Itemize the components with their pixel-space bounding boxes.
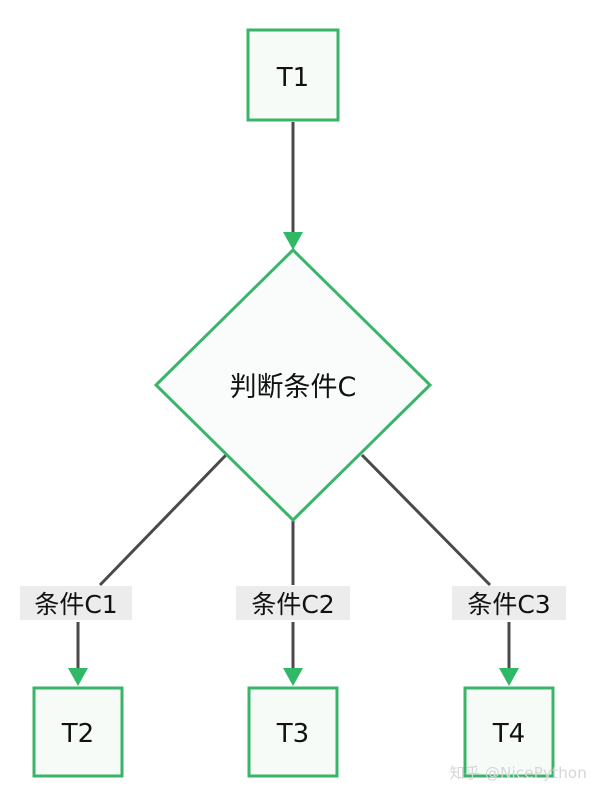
node-t3: T3 (247, 686, 339, 778)
node-t2: T2 (32, 686, 124, 778)
edge-label-c3-text: 条件C3 (467, 590, 550, 619)
node-t4: T4 (463, 686, 555, 778)
node-t2-label: T2 (61, 719, 94, 749)
edge-label-c2: 条件C2 (236, 586, 350, 620)
edge-decision-to-c1-label (98, 453, 228, 587)
watermark: 知乎 @NicePython (449, 764, 587, 782)
node-t4-label: T4 (492, 719, 525, 749)
arrowhead-t3 (283, 668, 303, 686)
node-decision-label: 判断条件C (230, 372, 357, 403)
arrowhead-t2 (68, 668, 88, 686)
edge-decision-to-c3-label (360, 453, 492, 587)
edge-label-c1-text: 条件C1 (34, 590, 117, 619)
arrowhead-t4 (499, 668, 519, 686)
edge-label-c3: 条件C3 (452, 586, 566, 620)
node-t1-label: T1 (276, 63, 309, 93)
edge-label-c1: 条件C1 (20, 586, 132, 620)
node-t1: T1 (246, 28, 340, 122)
arrowhead-decision (283, 232, 303, 250)
node-t3-label: T3 (276, 719, 309, 749)
node-decision: 判断条件C (153, 247, 433, 523)
edge-label-c2-text: 条件C2 (251, 590, 334, 619)
